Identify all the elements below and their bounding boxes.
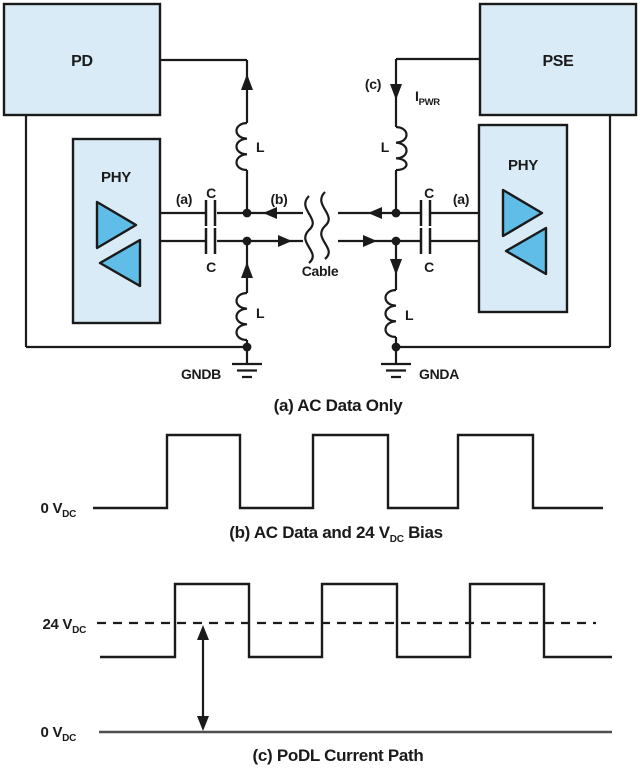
zero-vdc-label: 0 VDC — [41, 724, 77, 744]
power-path-left-top: L — [160, 58, 265, 213]
cap-label: C — [206, 259, 216, 275]
pd-label: PD — [71, 53, 93, 70]
arrowhead-up-icon — [197, 625, 209, 640]
power-path-right-top: (c) IPWR L — [365, 57, 480, 213]
node-dot — [391, 208, 401, 218]
cable-break-squiggle — [304, 195, 314, 264]
power-path-left-bottom: L GNDB — [24, 115, 265, 382]
cable-break: Cable — [302, 191, 339, 279]
return-wire-right — [396, 115, 612, 349]
buffer-right-icon — [95, 200, 138, 250]
amplitude-arrow-icon — [197, 625, 209, 731]
caption-b-tail: Bias — [404, 523, 443, 542]
caption-b-main: (b) AC Data and 24 V — [229, 523, 391, 542]
node-dot — [242, 208, 252, 218]
ipwr-label: IPWR — [415, 88, 440, 108]
flow-arrow-right-icon — [363, 235, 377, 247]
capacitor-top-right — [419, 200, 432, 226]
return-wire-left — [24, 115, 247, 349]
gnda-label: GNDA — [419, 366, 459, 382]
zero-vdc-base: 0 V — [41, 724, 63, 741]
point-a-label: (a) — [176, 191, 192, 207]
square-wave — [100, 582, 612, 659]
pse-block — [478, 2, 638, 117]
bias-vdc-label: 24 VDC — [42, 616, 86, 636]
caption-b: (b) AC Data and 24 VDC Bias — [229, 523, 443, 545]
ipwr-sub: PWR — [419, 97, 441, 108]
point-b-label: (b) — [271, 191, 288, 207]
waveform-podl-bias: 24 VDC 0 VDC — [41, 582, 612, 744]
current-arrow-down-icon — [390, 84, 402, 100]
capacitor-bottom-left — [204, 228, 217, 254]
cable-break-squiggle — [320, 191, 330, 260]
point-a-label: (a) — [453, 191, 469, 207]
phy-block-left: PHY — [71, 137, 162, 325]
gndb-label: GNDB — [181, 366, 221, 382]
ground-symbol-icon — [232, 347, 262, 379]
inductor-label: L — [256, 139, 265, 155]
current-arrow-up-icon — [241, 74, 253, 90]
inductor-top-left — [235, 121, 248, 172]
bias-vdc-sub: DC — [72, 625, 86, 636]
buffer-right-icon — [501, 188, 544, 238]
flow-arrow-left-icon — [368, 207, 382, 219]
caption-a: (a) AC Data Only — [274, 396, 404, 415]
phy-block-right: PHY — [477, 123, 569, 314]
pse-label: PSE — [542, 53, 574, 70]
inductor-bottom-left — [235, 291, 248, 342]
flow-arrow-left-icon — [263, 207, 277, 219]
inductor-label: L — [405, 307, 414, 323]
cable-label: Cable — [302, 263, 339, 279]
zero-vdc-sub: DC — [62, 733, 76, 744]
bias-vdc-base: 24 V — [42, 616, 72, 633]
cap-label: C — [206, 185, 216, 201]
inductor-label: L — [381, 139, 390, 155]
current-arrow-down-icon — [390, 259, 402, 275]
inductor-bottom-right — [384, 288, 397, 339]
capacitor-top-left — [204, 200, 217, 226]
phy-left-label: PHY — [101, 169, 131, 186]
square-wave — [93, 433, 603, 510]
zero-vdc-sub: DC — [62, 509, 76, 520]
capacitor-bottom-right — [419, 228, 432, 254]
caption-c: (c) PoDL Current Path — [253, 746, 424, 765]
ground-symbol-icon — [381, 347, 411, 379]
buffer-left-icon — [98, 238, 142, 288]
waveform-ac-data: 0 VDC — [41, 433, 603, 520]
data-lines: (a) C (b) C C (a) C — [160, 185, 479, 275]
flow-arrow-right-icon — [278, 235, 292, 247]
phy-right-label: PHY — [508, 157, 538, 174]
ipwr-base: I — [415, 88, 419, 104]
caption-b-sub: DC — [390, 534, 404, 545]
inductor-top-right — [395, 125, 408, 172]
zero-vdc-label: 0 VDC — [41, 500, 77, 520]
arrowhead-down-icon — [197, 716, 209, 731]
buffer-left-icon — [504, 226, 548, 276]
cap-label: C — [424, 185, 434, 201]
current-arrow-up-icon — [241, 262, 253, 278]
zero-vdc-base: 0 V — [41, 500, 63, 517]
cap-label: C — [424, 259, 434, 275]
inductor-label: L — [256, 305, 265, 321]
point-c-label: (c) — [365, 76, 381, 92]
power-path-right-bottom: L GNDA — [381, 115, 612, 382]
pd-block — [2, 2, 162, 117]
